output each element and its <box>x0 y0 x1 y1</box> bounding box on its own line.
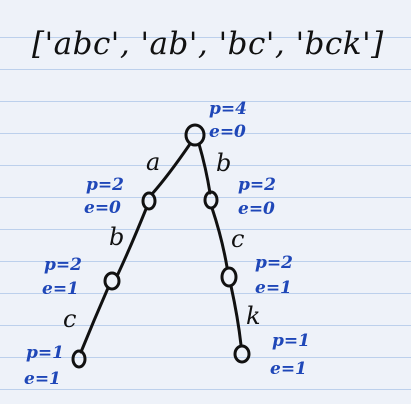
trie-node-ab <box>103 271 121 291</box>
node-bc-p: p=2 <box>255 253 293 273</box>
word-list-title: ['abc', 'ab', 'bc', 'bck'] <box>32 26 384 62</box>
node-b-p: p=2 <box>238 175 276 195</box>
edge-label-ab-b: b <box>109 223 124 251</box>
trie-node-abc <box>71 349 87 369</box>
trie-node-root <box>184 123 206 147</box>
edge-a-ab <box>116 207 148 276</box>
node-bck-p: p=1 <box>272 331 310 351</box>
edge-bc-bck <box>229 284 243 347</box>
trie-node-b <box>203 190 219 210</box>
node-b-e: e=0 <box>238 199 275 219</box>
edge-label-root-b: b <box>216 149 231 177</box>
edge-label-abc-c: c <box>63 305 76 333</box>
node-bc-e: e=1 <box>255 278 292 298</box>
trie-node-bck <box>233 344 251 364</box>
edge-label-bc-c: c <box>231 225 244 253</box>
edge-root-b <box>197 142 212 195</box>
node-ab-e: e=1 <box>42 279 79 299</box>
node-a-e: e=0 <box>84 198 121 218</box>
edge-b-bc <box>210 206 229 269</box>
node-root-e: e=0 <box>209 122 246 142</box>
node-a-p: p=2 <box>86 175 124 195</box>
edge-root-a <box>150 142 192 196</box>
node-bck-e: e=1 <box>270 359 307 379</box>
node-abc-e: e=1 <box>24 369 61 389</box>
trie-node-bc <box>220 266 238 288</box>
trie-node-a <box>141 191 157 211</box>
node-abc-p: p=1 <box>26 343 64 363</box>
node-ab-p: p=2 <box>44 255 82 275</box>
node-root-p: p=4 <box>209 99 247 119</box>
edge-ab-abc <box>79 286 110 354</box>
edge-label-bck-k: k <box>246 302 261 330</box>
edge-label-a: a <box>146 148 160 176</box>
